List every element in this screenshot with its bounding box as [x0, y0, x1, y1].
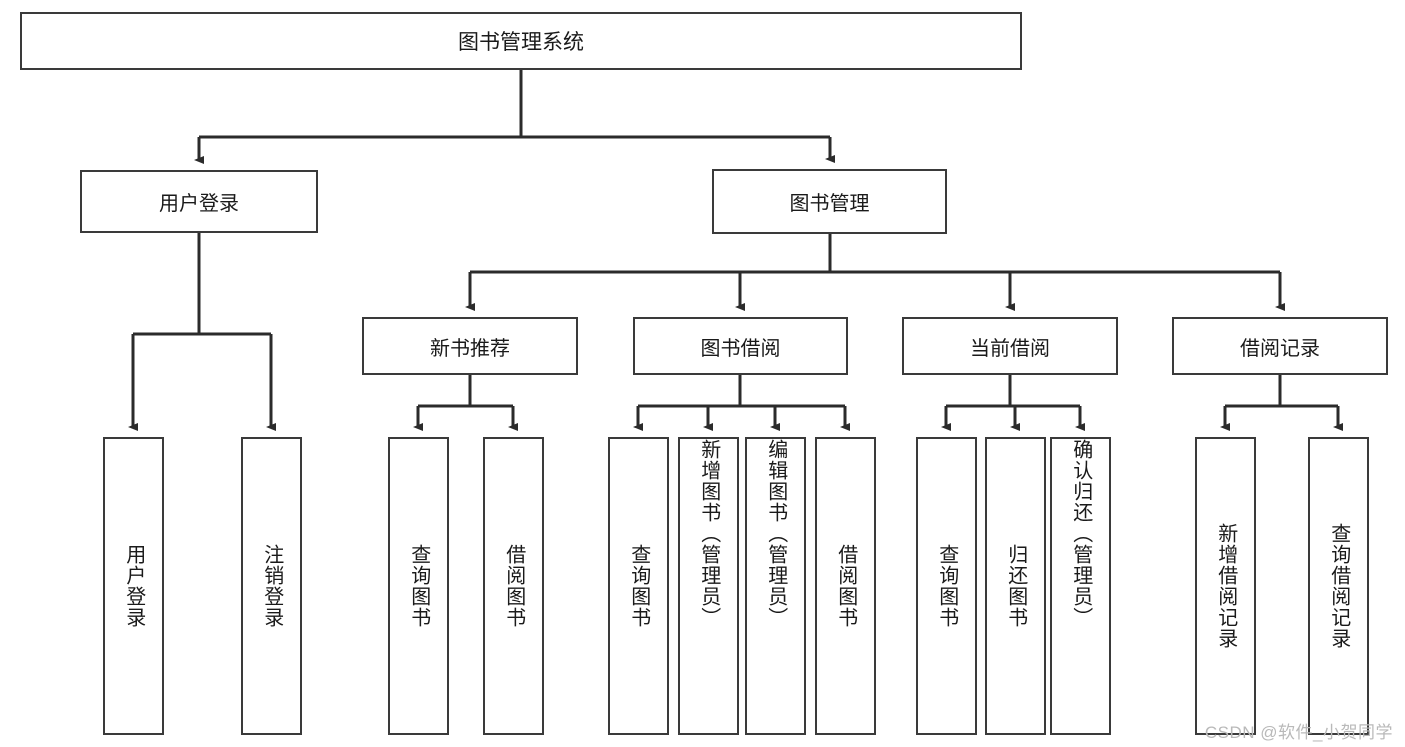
watermark-text: CSDN @软件_小贺同学 — [1204, 723, 1393, 742]
leaf-label: 确认归还（管理员） — [1069, 439, 1092, 628]
leaf-current-confirm-return[interactable]: 确认归还（管理员） — [1050, 437, 1111, 735]
leaf-record-add[interactable]: 新增借阅记录 — [1195, 437, 1256, 735]
leaf-label: 借阅图书 — [502, 544, 525, 628]
leaf-user-login-logout[interactable]: 注销登录 — [241, 437, 302, 735]
leaf-label: 注销登录 — [260, 544, 283, 628]
node-borrow-record[interactable]: 借阅记录 — [1172, 317, 1388, 375]
leaf-label: 查询图书 — [935, 544, 958, 628]
node-user-login[interactable]: 用户登录 — [80, 170, 318, 233]
leaf-label: 编辑图书（管理员） — [764, 439, 787, 628]
node-root-system[interactable]: 图书管理系统 — [20, 12, 1022, 70]
leaf-borrow-borrow-book[interactable]: 借阅图书 — [815, 437, 876, 735]
leaf-current-query-book[interactable]: 查询图书 — [916, 437, 977, 735]
node-book-management[interactable]: 图书管理 — [712, 169, 947, 234]
leaf-borrow-add-book[interactable]: 新增图书（管理员） — [678, 437, 739, 735]
leaf-new-book-borrow[interactable]: 借阅图书 — [483, 437, 544, 735]
leaf-label: 查询借阅记录 — [1327, 523, 1350, 649]
leaf-label: 新增图书（管理员） — [697, 439, 720, 628]
leaf-user-login-login[interactable]: 用户登录 — [103, 437, 164, 735]
leaf-new-book-query[interactable]: 查询图书 — [388, 437, 449, 735]
leaf-label: 查询图书 — [407, 544, 430, 628]
leaf-current-return-book[interactable]: 归还图书 — [985, 437, 1046, 735]
leaf-borrow-query-book[interactable]: 查询图书 — [608, 437, 669, 735]
leaf-borrow-edit-book[interactable]: 编辑图书（管理员） — [745, 437, 806, 735]
leaf-label: 借阅图书 — [834, 544, 857, 628]
leaf-label: 归还图书 — [1004, 544, 1027, 628]
leaf-label: 查询图书 — [627, 544, 650, 628]
node-new-book-recommend[interactable]: 新书推荐 — [362, 317, 578, 375]
node-current-borrow[interactable]: 当前借阅 — [902, 317, 1118, 375]
node-book-borrow[interactable]: 图书借阅 — [633, 317, 848, 375]
leaf-label: 用户登录 — [122, 544, 145, 628]
leaf-label: 新增借阅记录 — [1214, 523, 1237, 649]
leaf-record-query[interactable]: 查询借阅记录 — [1308, 437, 1369, 735]
